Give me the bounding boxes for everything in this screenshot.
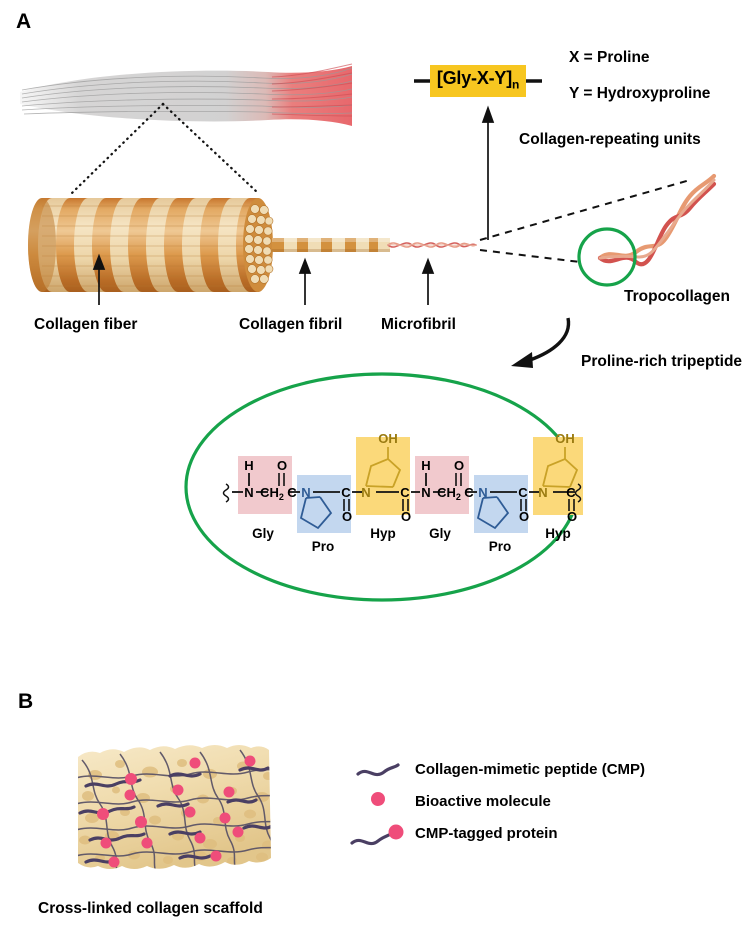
scaffold-caption: Cross-linked collagen scaffold (38, 900, 263, 917)
label-collagen-fibril: Collagen fibril (239, 316, 343, 333)
svg-text:C: C (400, 485, 410, 500)
svg-text:OH: OH (378, 431, 398, 446)
legend-x-proline: X = Proline (569, 49, 650, 66)
svg-text:N: N (244, 485, 253, 500)
gly-x-y-formula: [Gly-X-Y] (436, 68, 513, 88)
legend-icon-cmp (356, 763, 400, 777)
tropocollagen-dashed-lines (479, 179, 691, 263)
residue-label-gly-2: Gly (429, 526, 451, 541)
residue-label-hyp-1: Hyp (370, 526, 396, 541)
tripeptide-chemical-structure: N H CH2 C O N C O N OH C O N H CH2 C O N… (222, 431, 583, 554)
tendon-muscle-illustration (20, 63, 353, 126)
svg-text:N: N (301, 485, 310, 500)
label-tropocollagen: Tropocollagen (624, 288, 730, 305)
svg-text:C: C (464, 485, 474, 500)
svg-text:O: O (277, 458, 287, 473)
collagen-repeating-units-label: Collagen-repeating units (519, 131, 701, 148)
gly-x-y-box (430, 65, 526, 97)
collagen-fibril-illustration (272, 238, 390, 252)
residue-label-pro-1: Pro (312, 539, 335, 554)
residue-box-gly-2 (415, 456, 469, 514)
svg-text:N: N (361, 485, 370, 500)
svg-text:N: N (478, 485, 487, 500)
svg-text:O: O (401, 509, 411, 524)
label-proline-rich-tripeptide: Proline-rich tripeptide (581, 353, 743, 370)
legend-label-bioactive-molecule: Bioactive molecule (415, 793, 551, 810)
svg-text:CH2: CH2 (437, 485, 461, 502)
gly-x-y-subscript: n (512, 77, 520, 92)
legend-label-cmp-tagged-protein: CMP-tagged protein (415, 825, 558, 842)
svg-text:CH2: CH2 (260, 485, 284, 502)
panel-a-letter: A (16, 10, 32, 33)
svg-text:O: O (567, 509, 577, 524)
svg-text:C: C (287, 485, 297, 500)
proline-rich-curved-arrow (511, 317, 571, 368)
gly-x-y-text: [Gly-X-Y]n (430, 68, 526, 92)
svg-text:O: O (454, 458, 464, 473)
legend-icon-bioactive-dot (371, 792, 385, 806)
svg-text:O: O (342, 509, 352, 524)
arrow-collagen-fibril (298, 257, 312, 305)
microfibril-illustration (387, 242, 477, 248)
svg-text:H: H (244, 458, 253, 473)
residue-label-hyp-2: Hyp (545, 526, 571, 541)
legend-y-hydroxyproline: Y = Hydroxyproline (569, 85, 711, 102)
tropocollagen-illustration (597, 173, 717, 267)
label-microfibril: Microfibril (381, 316, 456, 333)
residue-label-pro-2: Pro (489, 539, 512, 554)
callout-dotted-lines (70, 102, 260, 195)
svg-text:C: C (566, 485, 576, 500)
hierarchy-arrows (92, 105, 495, 305)
svg-text:C: C (341, 485, 351, 500)
panel-b-letter: B (18, 690, 34, 713)
svg-text:O: O (519, 509, 529, 524)
collagen-fiber-illustration (28, 198, 274, 292)
svg-text:C: C (518, 485, 528, 500)
tropocollagen-highlight-circle (577, 227, 637, 287)
svg-text:N: N (538, 485, 547, 500)
residue-label-gly-1: Gly (252, 526, 274, 541)
svg-text:N: N (421, 485, 430, 500)
arrow-repeating-units (481, 105, 495, 240)
legend-icon-cmp-tagged (350, 824, 404, 846)
svg-text:H: H (421, 458, 430, 473)
residue-box-hyp-1 (356, 437, 410, 515)
legend-label-cmp: Collagen-mimetic peptide (CMP) (415, 761, 646, 778)
collagen-scaffold-illustration (78, 745, 271, 869)
label-collagen-fiber: Collagen fiber (34, 316, 138, 333)
residue-box-gly-1 (238, 456, 292, 514)
arrow-collagen-fiber (92, 253, 106, 305)
arrow-microfibril (421, 257, 435, 305)
svg-text:OH: OH (555, 431, 575, 446)
